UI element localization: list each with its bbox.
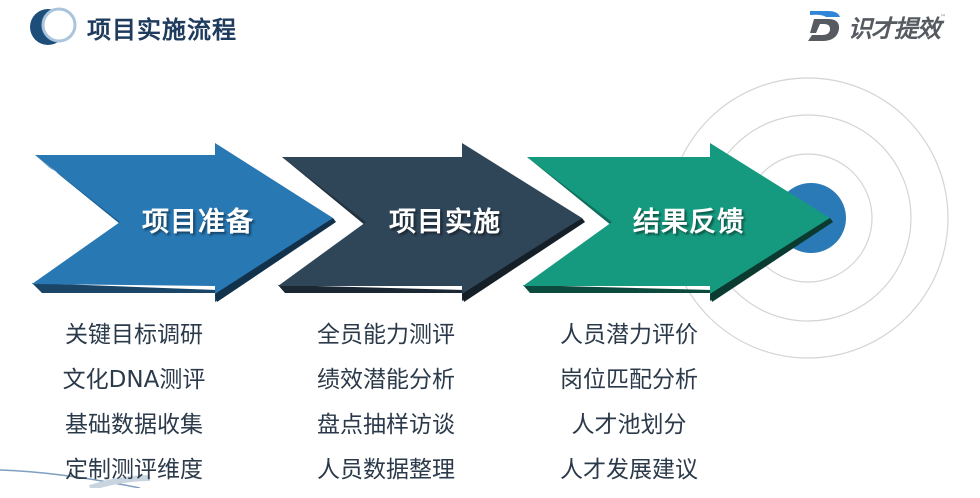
double-ring-logo-icon [30,7,77,45]
list-item: 人员潜力评价 [560,322,698,348]
stage-label-result-feedback: 结果反馈 [633,207,745,238]
stage-items-preparation: 关键目标调研 文化DNA测评 基础数据收集 定制测评维度 [34,318,234,498]
list-item: 人员数据整理 [317,457,455,483]
d-letter-logo-icon [808,11,840,41]
list-item: 关键目标调研 [65,322,203,348]
list-item: 人才发展建议 [560,457,698,483]
list-item: 定制测评维度 [65,457,203,483]
brand-trademark: ™ [940,14,946,21]
list-item: 文化DNA测评 [62,367,206,393]
stage-items-result-feedback: 人员潜力评价 岗位匹配分析 人才池划分 人才发展建议 [529,318,729,498]
list-item: 绩效潜能分析 [317,367,455,393]
process-diagram [0,77,949,488]
list-item: 盘点抽样访谈 [317,412,455,438]
list-item: 岗位匹配分析 [560,367,698,393]
arrow-preparation [32,143,336,302]
stage-label-preparation: 项目准备 [142,207,254,238]
page-title: 项目实施流程 [87,16,237,44]
brand-name: 识才提效 [848,14,941,43]
list-item: 人才池划分 [571,412,687,438]
stage-label-implementation: 项目实施 [389,207,501,238]
arrow-result-feedback [523,143,833,302]
stage-items-implementation: 全员能力测评 绩效潜能分析 盘点抽样访谈 人员数据整理 [286,318,486,498]
list-item: 基础数据收集 [65,412,203,438]
brand-logo: 识才提效 ™ [806,8,946,44]
list-item: 全员能力测评 [317,322,455,348]
decorative-swoosh [0,469,151,488]
arrow-implementation [278,143,585,302]
